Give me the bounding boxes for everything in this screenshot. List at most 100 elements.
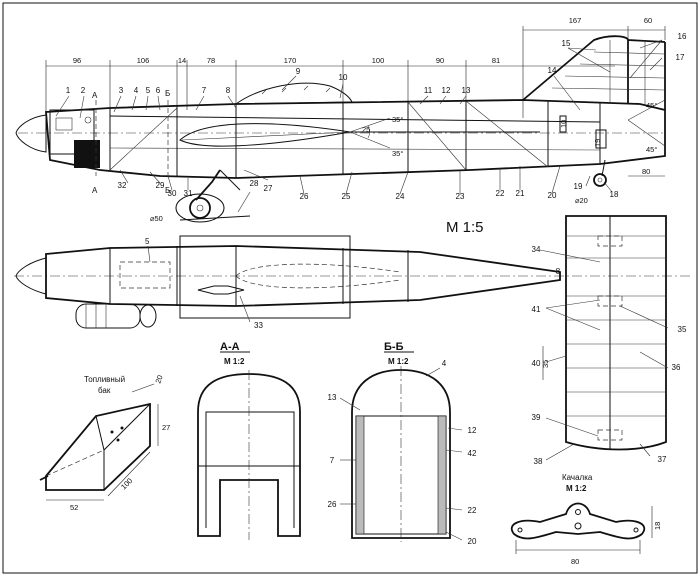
part-6: 6 xyxy=(156,86,161,95)
tank-body xyxy=(45,402,151,491)
top-dimension-labels: 96 106 14 78 170 100 90 81 167 60 xyxy=(73,16,652,65)
section-bb-outline xyxy=(351,369,451,539)
angle-35b: 35° xyxy=(392,149,403,158)
angle-45b: 45° xyxy=(646,145,657,154)
part-36: 36 xyxy=(672,363,681,372)
part-5: 5 xyxy=(146,86,151,95)
part-7: 7 xyxy=(202,86,207,95)
section-mark-a-bottom: А xyxy=(92,186,98,195)
part-15: 15 xyxy=(562,39,571,48)
part-30: 30 xyxy=(168,189,177,198)
section-part-numbers: 4 13 12 42 7 26 22 20 xyxy=(328,359,477,546)
part-26-side: 26 xyxy=(300,192,309,201)
stabilizer-plan xyxy=(565,215,667,451)
part-21: 21 xyxy=(516,189,525,198)
side-view: 96 106 14 78 170 100 90 81 167 60 xyxy=(15,16,687,223)
part-1: 1 xyxy=(66,86,71,95)
dim-81: 81 xyxy=(492,56,500,65)
dim-tail-wheel: ⌀20 xyxy=(575,196,588,205)
part-24: 24 xyxy=(396,192,405,201)
part-22-sect: 22 xyxy=(468,506,477,515)
part-4: 4 xyxy=(134,86,139,95)
part-4-sect: 4 xyxy=(442,359,447,368)
dim-80: 80 xyxy=(642,167,650,176)
fuel-tank-view: Топливный бак 20 27 52 100 xyxy=(39,374,170,512)
part-42: 42 xyxy=(468,449,477,458)
section-aa-scale: М 1:2 xyxy=(224,357,245,366)
stab-ribs xyxy=(566,235,666,417)
main-wheel xyxy=(189,197,211,219)
tank-label-2: бак xyxy=(98,386,111,395)
part-20-sect: 20 xyxy=(468,537,477,546)
section-mark-b-top: Б xyxy=(165,89,170,98)
part-5-plan: 5 xyxy=(145,237,150,246)
part-41: 41 xyxy=(532,305,541,314)
part-8: 8 xyxy=(226,86,231,95)
main-scale-label: М 1:5 xyxy=(446,219,484,236)
dim-10: 10 xyxy=(559,120,568,128)
sheet-frame xyxy=(2,2,698,574)
part-11: 11 xyxy=(424,86,433,95)
wing-center-panel xyxy=(179,235,351,319)
engine-cylinder xyxy=(75,303,141,329)
section-mark-a-top: А xyxy=(92,91,98,100)
tank-dim-100: 100 xyxy=(119,476,134,491)
dim-60: 60 xyxy=(644,16,652,25)
fuselage-outline xyxy=(45,99,666,179)
part-25: 25 xyxy=(342,192,351,201)
plan-spinner xyxy=(15,257,47,295)
dim-96: 96 xyxy=(73,56,81,65)
main-wheel-pant xyxy=(175,193,225,223)
angle-35a: 35° xyxy=(392,115,403,124)
plan-view: 33 5 35 xyxy=(14,215,690,466)
fin-ribs xyxy=(551,40,666,106)
section-bb-title: Б-Б xyxy=(384,341,404,353)
dim-100: 100 xyxy=(372,56,385,65)
wing-root-airfoil xyxy=(179,123,351,147)
part-38: 38 xyxy=(534,457,543,466)
section-aa: А-А М 1:2 xyxy=(197,341,301,540)
angle-25: 25 xyxy=(362,125,370,134)
dim-106: 106 xyxy=(137,56,150,65)
tank-label-1: Топливный xyxy=(84,375,125,384)
dim-main-wheel: ⌀50 xyxy=(150,214,163,223)
part-13: 13 xyxy=(462,86,471,95)
part-13-sect: 13 xyxy=(328,393,337,402)
part-3: 3 xyxy=(119,86,124,95)
canopy xyxy=(234,82,353,105)
section-aa-title: А-А xyxy=(220,341,240,353)
part-37: 37 xyxy=(658,455,667,464)
part-17: 17 xyxy=(676,53,685,62)
tank-dim-27: 27 xyxy=(162,423,170,432)
spinner xyxy=(15,114,47,153)
bellcrank-dim-80: 80 xyxy=(571,557,579,566)
dim-78: 78 xyxy=(207,56,215,65)
part-35: 35 xyxy=(678,325,687,334)
bellcrank-view: Качалка М 1:2 80 18 xyxy=(510,473,662,566)
section-bb: Б-Б М 1:2 4 13 12 42 7 26 22 20 xyxy=(328,341,477,546)
part-33: 33 xyxy=(254,321,263,330)
part-22: 22 xyxy=(496,189,505,198)
part-7-sect: 7 xyxy=(330,456,335,465)
dim-170: 170 xyxy=(284,56,297,65)
part-34: 34 xyxy=(532,245,541,254)
part-27: 27 xyxy=(264,184,273,193)
part-9: 9 xyxy=(296,67,301,76)
side-part-numbers: 1 2 3 4 5 6 7 8 9 10 11 12 13 14 15 16 1… xyxy=(66,32,687,201)
part-10: 10 xyxy=(339,73,348,82)
part-26-sect: 26 xyxy=(328,500,337,509)
part-31: 31 xyxy=(184,189,193,198)
bellcrank-title: Качалка xyxy=(562,473,593,482)
part-2: 2 xyxy=(81,86,86,95)
part-32: 32 xyxy=(118,181,127,190)
part-23: 23 xyxy=(456,192,465,201)
main-gear-leg xyxy=(195,169,221,201)
section-mark-b-bottom: Б xyxy=(165,186,170,195)
part-12-sect: 12 xyxy=(468,426,477,435)
dim-35: 35 xyxy=(541,360,550,368)
bellcrank-dim-18: 18 xyxy=(653,522,662,530)
vertical-fin xyxy=(522,35,629,104)
part-28: 28 xyxy=(250,179,259,188)
